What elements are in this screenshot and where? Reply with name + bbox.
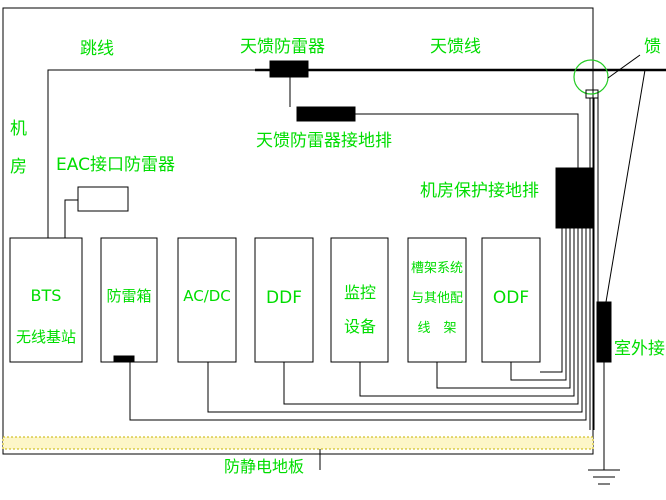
jumper-line [47, 69, 270, 238]
ground-wire-acdc [207, 228, 583, 413]
lightning-box-terminal [113, 355, 135, 363]
label-room-2: 房 [10, 157, 27, 177]
outdoor-ground-bar [596, 301, 612, 363]
label-feeder-cable: 天馈线 [430, 37, 481, 57]
label-room-1: 机 [10, 119, 27, 139]
eac-protector-box [77, 186, 129, 212]
equipment-bts-line1: BTS [31, 286, 62, 305]
equipment-tray-line2: 与其他配 [411, 291, 463, 306]
equipment-odf-label: ODF [493, 288, 529, 308]
protector-ground-bar [296, 106, 356, 122]
equipment-ddf-label: DDF [266, 288, 302, 308]
ground-wire-odf-2 [540, 228, 563, 373]
antistatic-floor [2, 436, 594, 450]
equipment-bts-line2: 无线基站 [16, 328, 76, 346]
feeder-clamp-icon [585, 89, 599, 99]
label-feeder-partial: 馈 [644, 37, 661, 57]
label-surge-protector: 天馈防雷器 [240, 37, 325, 57]
surge-protector-block [269, 60, 309, 78]
feeder-diagonal-line [605, 69, 646, 303]
equipment-tray-line3: 线 架 [417, 321, 456, 336]
label-eac-protector: EAC接口防雷器 [56, 155, 175, 175]
label-outdoor-partial: 室外接 [614, 339, 665, 359]
label-room-ground-bar: 机房保护接地排 [420, 181, 539, 201]
equipment-acdc-label: AC/DC [183, 287, 231, 305]
label-jumper: 跳线 [80, 39, 114, 59]
ground-wire-odf [510, 228, 567, 381]
equipment-bts [9, 237, 83, 363]
room-ground-bar [555, 167, 593, 229]
equipment-acdc [177, 237, 237, 363]
equipment-monitor-line1: 监控 [344, 283, 376, 302]
equipment-monitor [330, 237, 389, 363]
equipment-tray-line1: 槽架系统 [411, 261, 463, 276]
equipment-ddf [254, 237, 314, 363]
ground-wire-ddf [283, 228, 579, 405]
equipment-monitor-line2: 设备 [344, 317, 376, 336]
label-antistatic-floor: 防静电地板 [224, 457, 304, 476]
ground-icon [588, 469, 620, 485]
equipment-lightning-box-label: 防雷箱 [106, 287, 151, 305]
ground-wire-tray [436, 228, 571, 389]
room-outline [2, 7, 594, 455]
equipment-tray [407, 237, 467, 363]
protector-bar-wire [355, 113, 579, 168]
feeder-leader-line [607, 54, 641, 79]
label-protector-ground-bar: 天馈防雷器接地排 [256, 131, 392, 151]
equipment-odf [481, 237, 541, 363]
eac-wire [64, 199, 78, 238]
ground-wire-lightning-box [129, 228, 587, 421]
ground-wire-monitor [359, 228, 575, 397]
feeder-entry-circle [573, 59, 609, 95]
